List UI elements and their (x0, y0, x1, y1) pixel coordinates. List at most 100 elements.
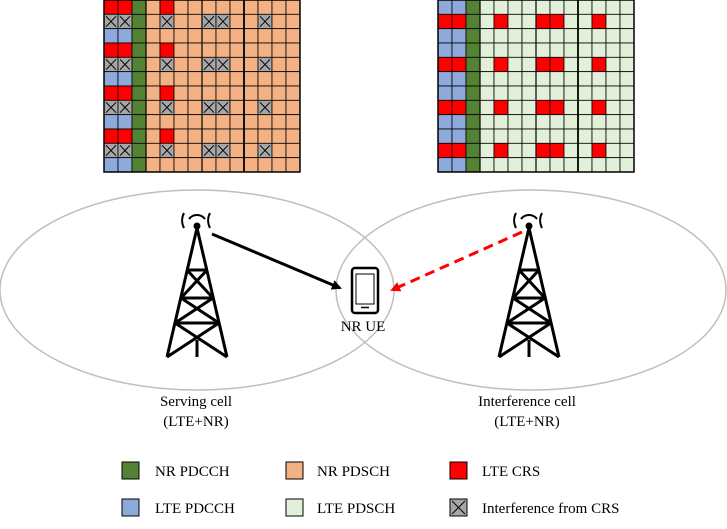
grid-cell-lte-pdsch (535, 157, 551, 173)
grid-cell-nr-pdsch (145, 28, 161, 44)
grid-cell-lte-pdsch (507, 99, 523, 116)
grid-cell-nr-pdsch (215, 157, 231, 173)
grid-cell-lte-pdsch (563, 142, 579, 159)
serving-cell-subtitle: (LTE+NR) (163, 414, 228, 430)
grid-cell-lte-pdsch (549, 0, 565, 15)
grid-cell-lte-crs (437, 13, 453, 30)
grid-cell-lte-pdsch (591, 85, 607, 101)
grid-cell-lte-pdcch (451, 114, 467, 130)
grid-cell-nr-pdsch (285, 56, 301, 73)
grid-cell-nr-pdsch (173, 99, 189, 116)
interference-cross-icon (105, 101, 117, 114)
grid-cell-nr-pdsch (285, 142, 301, 159)
grid-cell-lte-crs (493, 99, 509, 116)
grid-cell-lte-pdsch (479, 13, 495, 30)
grid-cell-nr-pdsch (187, 157, 203, 173)
interference-cross-icon (105, 15, 117, 28)
grid-cell-nr-pdsch (285, 99, 301, 116)
grid-cell-lte-pdsch (591, 128, 607, 144)
grid-cell-nr-pdsch (173, 0, 189, 15)
grid-cell-lte-pdsch (507, 85, 523, 101)
grid-cell-lte-pdsch (577, 13, 593, 30)
grid-cell-nr-pdcch (131, 42, 147, 58)
grid-cell-nr-pdsch (145, 13, 161, 30)
grid-cell-lte-crs (493, 56, 509, 73)
grid-cell-lte-pdsch (521, 0, 537, 15)
grid-cell-lte-pdsch (563, 0, 579, 15)
grid-cell-lte-pdsch (507, 28, 523, 44)
grid-cell-lte-crs (103, 128, 119, 144)
grid-cell-nr-pdsch (271, 0, 287, 15)
grid-cell-nr-pdsch (285, 85, 301, 101)
grid-cell-nr-pdsch (201, 42, 217, 58)
grid-cell-nr-pdsch (145, 85, 161, 101)
grid-cell-nr-pdsch (145, 142, 161, 159)
grid-cell-lte-pdsch (549, 28, 565, 44)
grid-cell-nr-pdcch (465, 56, 481, 73)
grid-cell-lte-pdsch (493, 128, 509, 144)
legend-item-nr-pdsch: NR PDSCH (285, 461, 390, 480)
grid-cell-lte-pdcch (451, 128, 467, 144)
grid-cell-nr-pdsch (285, 0, 301, 15)
grid-cell-lte-pdsch (577, 142, 593, 159)
interference-cell-name: Interference cell (478, 394, 576, 410)
grid-cell-lte-pdcch (437, 85, 453, 101)
interference-cross-icon (161, 144, 173, 157)
grid-cell-lte-crs (535, 99, 551, 116)
grid-cell-nr-pdsch (243, 114, 259, 130)
grid-cell-nr-pdcch (465, 99, 481, 116)
grid-cell-nr-pdsch (145, 99, 161, 116)
grid-cell-lte-pdcch (117, 71, 133, 87)
grid-cell-lte-crs (103, 42, 119, 58)
interference-cell-coverage (335, 189, 727, 391)
grid-cell-lte-pdsch (479, 114, 495, 130)
grid-cell-lte-pdcch (103, 28, 119, 44)
legend-label-lte-crs: LTE CRS (482, 464, 540, 480)
legend-item-lte-crs: LTE CRS (449, 461, 540, 480)
grid-cell-nr-pdsch (229, 28, 245, 44)
grid-cell-lte-pdcch (437, 71, 453, 87)
grid-cell-lte-pdsch (563, 56, 579, 73)
interference-cross-icon (217, 15, 229, 28)
grid-cell-nr-pdsch (159, 114, 175, 130)
grid-cell-nr-pdsch (271, 157, 287, 173)
grid-cell-lte-pdsch (563, 28, 579, 44)
grid-cell-lte-pdsch (521, 42, 537, 58)
grid-cell-nr-pdsch (145, 56, 161, 73)
grid-cell-nr-pdsch (243, 56, 259, 73)
grid-cell-lte-pdcch (451, 157, 467, 173)
grid-cell-lte-crs (549, 56, 565, 73)
legend-swatch-lte-pdcch (121, 498, 140, 517)
grid-cell-nr-pdsch (271, 114, 287, 130)
grid-cell-lte-pdsch (493, 85, 509, 101)
grid-cell-nr-pdsch (145, 114, 161, 130)
grid-cell-lte-pdcch (437, 157, 453, 173)
grid-cell-lte-pdsch (535, 28, 551, 44)
interference-cross-icon (119, 58, 131, 71)
grid-cell-nr-pdsch (187, 114, 203, 130)
grid-cell-nr-pdsch (187, 0, 203, 15)
grid-cell-lte-pdsch (493, 157, 509, 173)
grid-cell-nr-pdcch (131, 13, 147, 30)
grid-cell-nr-pdcch (131, 0, 147, 15)
grid-cell-nr-pdcch (131, 28, 147, 44)
grid-cell-lte-pdsch (605, 142, 621, 159)
grid-cell-nr-pdsch (173, 56, 189, 73)
grid-cell-lte-pdcch (437, 114, 453, 130)
grid-cell-lte-pdsch (507, 42, 523, 58)
grid-cell-lte-pdcch (103, 157, 119, 173)
grid-cell-lte-crs (591, 99, 607, 116)
grid-cell-lte-pdsch (493, 42, 509, 58)
grid-cell-lte-pdsch (507, 56, 523, 73)
legend-swatch-nr-pdsch (285, 461, 304, 480)
grid-cell-lte-crs (117, 0, 133, 15)
phone-icon (350, 266, 380, 315)
grid-cell-lte-pdsch (619, 42, 635, 58)
grid-cell-nr-pdsch (173, 28, 189, 44)
grid-cell-lte-pdsch (591, 0, 607, 15)
grid-cell-nr-pdsch (201, 157, 217, 173)
grid-cell-nr-pdsch (215, 114, 231, 130)
grid-cell-nr-pdsch (229, 114, 245, 130)
grid-cell-nr-pdsch (243, 85, 259, 101)
legend-item-nr-pdcch: NR PDCCH (121, 461, 230, 480)
